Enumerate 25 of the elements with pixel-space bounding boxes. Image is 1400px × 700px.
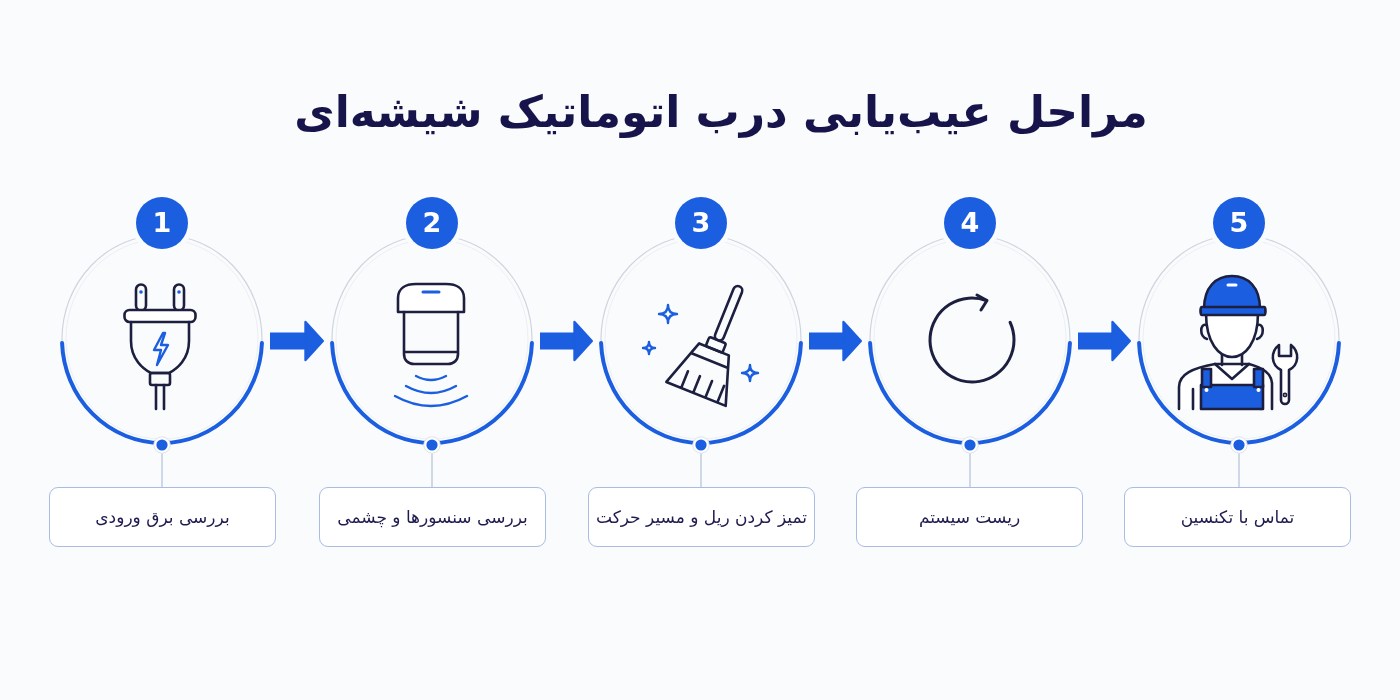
step-card bbox=[319, 487, 546, 547]
step-card bbox=[1124, 487, 1351, 547]
connector-line bbox=[692, 436, 710, 488]
step-circle bbox=[1137, 196, 1341, 445]
step-label: بررسی برق ورودی bbox=[95, 507, 230, 527]
flow-arrow bbox=[270, 320, 324, 362]
step-circle bbox=[330, 196, 534, 445]
step-circle bbox=[599, 196, 803, 445]
step-circle bbox=[60, 196, 264, 445]
title: مراحل عیب‌یابی درب اتوماتیک شیشه‌ای bbox=[294, 85, 1148, 140]
step-circle bbox=[868, 196, 1072, 445]
step-card bbox=[49, 487, 276, 547]
step-label: تمیز کردن ریل و مسیر حرکت bbox=[595, 507, 808, 527]
connector-line bbox=[961, 436, 979, 488]
flow-arrow bbox=[1078, 320, 1131, 362]
step-card bbox=[856, 487, 1083, 547]
flow-arrow bbox=[540, 320, 593, 362]
flow-arrow bbox=[809, 320, 862, 362]
step-card bbox=[588, 487, 815, 547]
connector-line bbox=[153, 436, 171, 488]
step-label: بررسی سنسورها و چشمی bbox=[337, 507, 528, 527]
connector-line bbox=[1230, 436, 1248, 488]
step-label: تماس با تکنسین bbox=[1180, 507, 1295, 527]
step-label: ریست سیستم bbox=[918, 507, 1021, 527]
connector-line bbox=[423, 436, 441, 488]
